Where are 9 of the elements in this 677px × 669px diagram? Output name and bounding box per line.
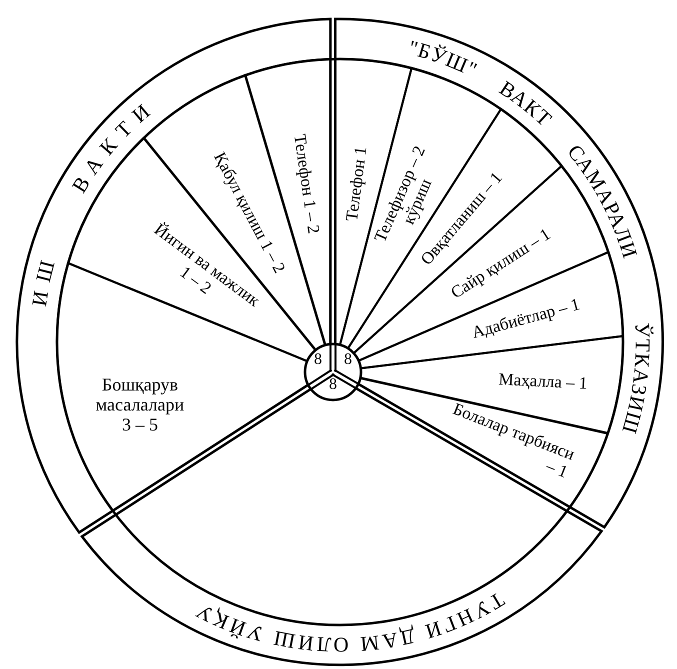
sector-title: ИШ	[27, 249, 62, 308]
segment-label: Бошқарув масалалари 3 – 5	[94, 375, 186, 435]
segment-label: Телефон 1 – 2	[289, 132, 322, 235]
hub-value: 8	[329, 377, 337, 393]
segment-label: Маҳалла – 1	[498, 370, 588, 394]
hub-value: 8	[314, 352, 322, 368]
sector-title: "БЎШ"	[406, 35, 482, 82]
segment-label: Телефон 1	[342, 145, 371, 222]
hub-value: 8	[344, 352, 352, 368]
